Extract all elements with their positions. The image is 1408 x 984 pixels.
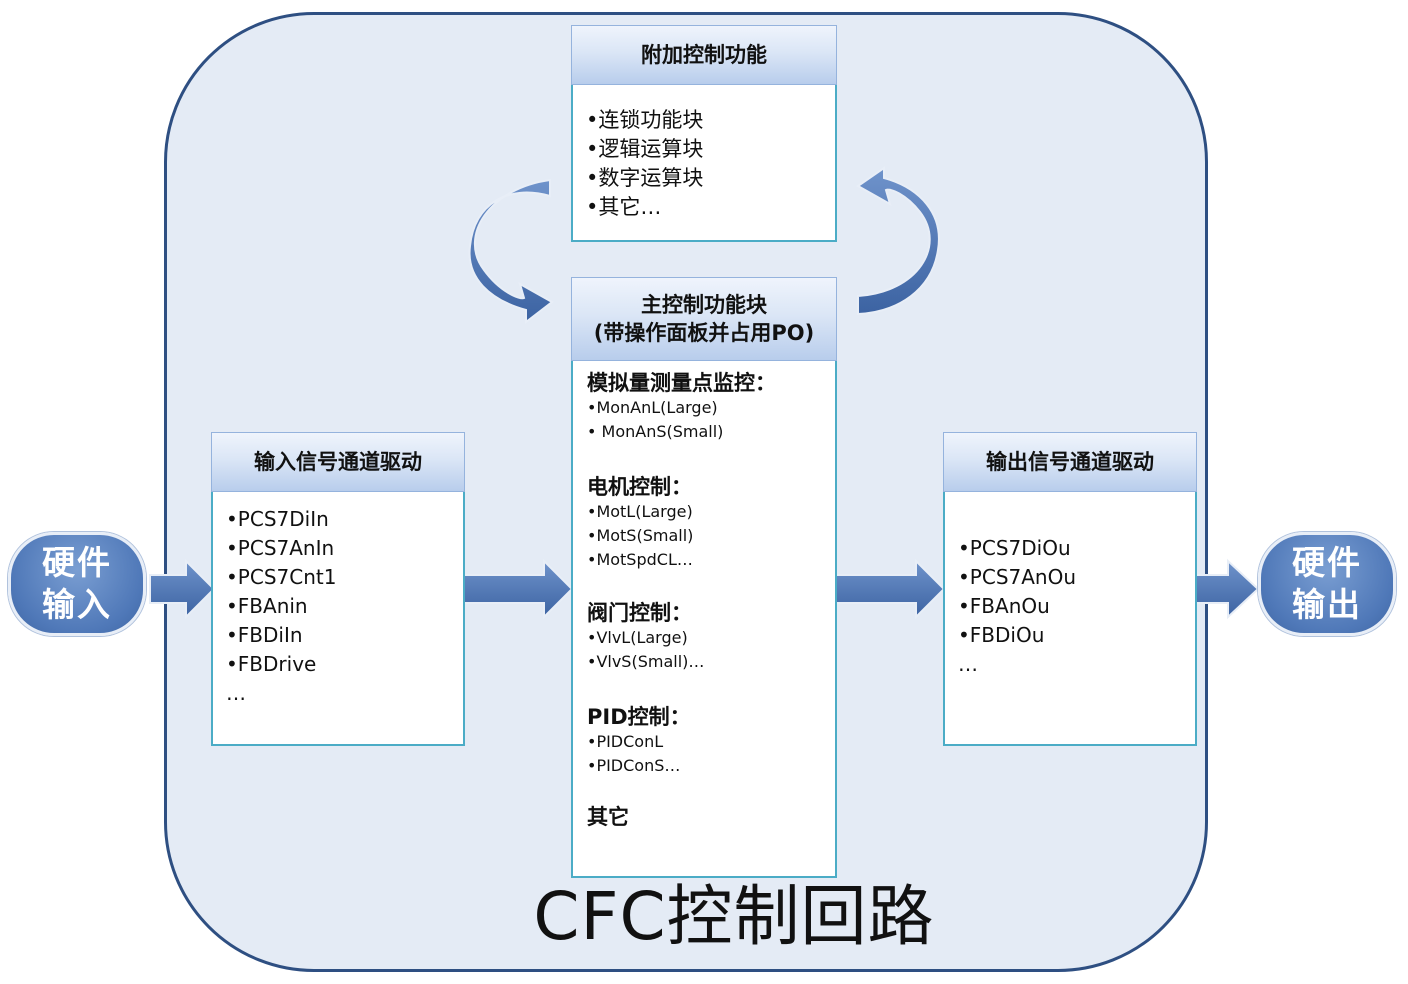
list-item: •FBDrive bbox=[226, 652, 317, 676]
list-item: •逻辑运算块 bbox=[586, 137, 704, 161]
list-item: •数字运算块 bbox=[586, 166, 704, 190]
section-title: PID控制： bbox=[587, 705, 691, 729]
list-item: •PCS7AnOu bbox=[958, 565, 1077, 589]
input-driver-title: 输入信号通道驱动 bbox=[211, 432, 465, 492]
list-item: •PIDConL bbox=[587, 732, 664, 751]
section-title: 电机控制： bbox=[587, 475, 692, 499]
list-item: •其它… bbox=[586, 195, 662, 219]
arrow-hw-to-input bbox=[149, 558, 216, 620]
list-item: •PCS7DiOu bbox=[958, 536, 1071, 560]
curved-arrow-right bbox=[856, 166, 940, 316]
hardware-output-line1: 硬件 bbox=[1292, 543, 1362, 582]
hardware-input-line2: 输入 bbox=[42, 585, 112, 624]
list-item: •FBDiIn bbox=[226, 623, 303, 647]
arrow-main-to-output bbox=[835, 558, 946, 620]
list-item: •VlvS(Small)… bbox=[587, 652, 705, 671]
list-item: •PIDConS… bbox=[587, 756, 681, 775]
main-control-title-line1: 主控制功能块 bbox=[641, 292, 767, 317]
output-driver-list: •PCS7DiOu •PCS7AnOu •FBAnOu •FBDiOu … bbox=[958, 534, 1076, 679]
list-item: •FBAnin bbox=[226, 594, 308, 618]
list-item: … bbox=[226, 681, 246, 705]
hardware-input-node: 硬件 输入 bbox=[8, 532, 146, 636]
diagram-title: CFC控制回路 bbox=[533, 878, 935, 955]
curved-arrow-left bbox=[468, 178, 554, 325]
main-control-box bbox=[571, 280, 837, 878]
list-item: •FBDiOu bbox=[958, 623, 1045, 647]
list-item: •连锁功能块 bbox=[586, 108, 704, 132]
arrow-input-to-main bbox=[463, 558, 574, 620]
list-item: … bbox=[958, 652, 978, 676]
section-other: 其它 bbox=[587, 805, 629, 829]
input-driver-list: •PCS7DiIn •PCS7AnIn •PCS7Cnt1 •FBAnin •F… bbox=[226, 505, 336, 708]
list-item: •PCS7Cnt1 bbox=[226, 565, 337, 589]
list-item: •MotSpdCL… bbox=[587, 550, 693, 569]
list-item: •FBAnOu bbox=[958, 594, 1050, 618]
hardware-input-line1: 硬件 bbox=[42, 543, 112, 582]
extra-control-title: 附加控制功能 bbox=[571, 25, 837, 85]
hardware-output-node: 硬件 输出 bbox=[1258, 532, 1396, 636]
hardware-output-line2: 输出 bbox=[1292, 585, 1362, 624]
list-item: •MonAnL(Large) bbox=[587, 398, 718, 417]
list-item: •VlvL(Large) bbox=[587, 628, 688, 647]
section-title: 阀门控制： bbox=[587, 601, 692, 625]
arrow-output-to-hw bbox=[1195, 558, 1260, 620]
extra-control-list: •连锁功能块 •逻辑运算块 •数字运算块 •其它… bbox=[586, 106, 703, 222]
list-item: • MonAnS(Small) bbox=[587, 422, 724, 441]
list-item: •PCS7DiIn bbox=[226, 507, 329, 531]
main-control-title-line2: (带操作面板并占用PO) bbox=[593, 321, 815, 345]
main-control-title: 主控制功能块 (带操作面板并占用PO) bbox=[571, 277, 837, 361]
list-item: •MotL(Large) bbox=[587, 502, 693, 521]
list-item: •MotS(Small) bbox=[587, 526, 694, 545]
main-control-content: 模拟量测量点监控： •MonAnL(Large) • MonAnS(Small)… bbox=[587, 370, 776, 830]
output-driver-title: 输出信号通道驱动 bbox=[943, 432, 1197, 492]
section-title: 模拟量测量点监控： bbox=[587, 371, 776, 395]
list-item: •PCS7AnIn bbox=[226, 536, 335, 560]
